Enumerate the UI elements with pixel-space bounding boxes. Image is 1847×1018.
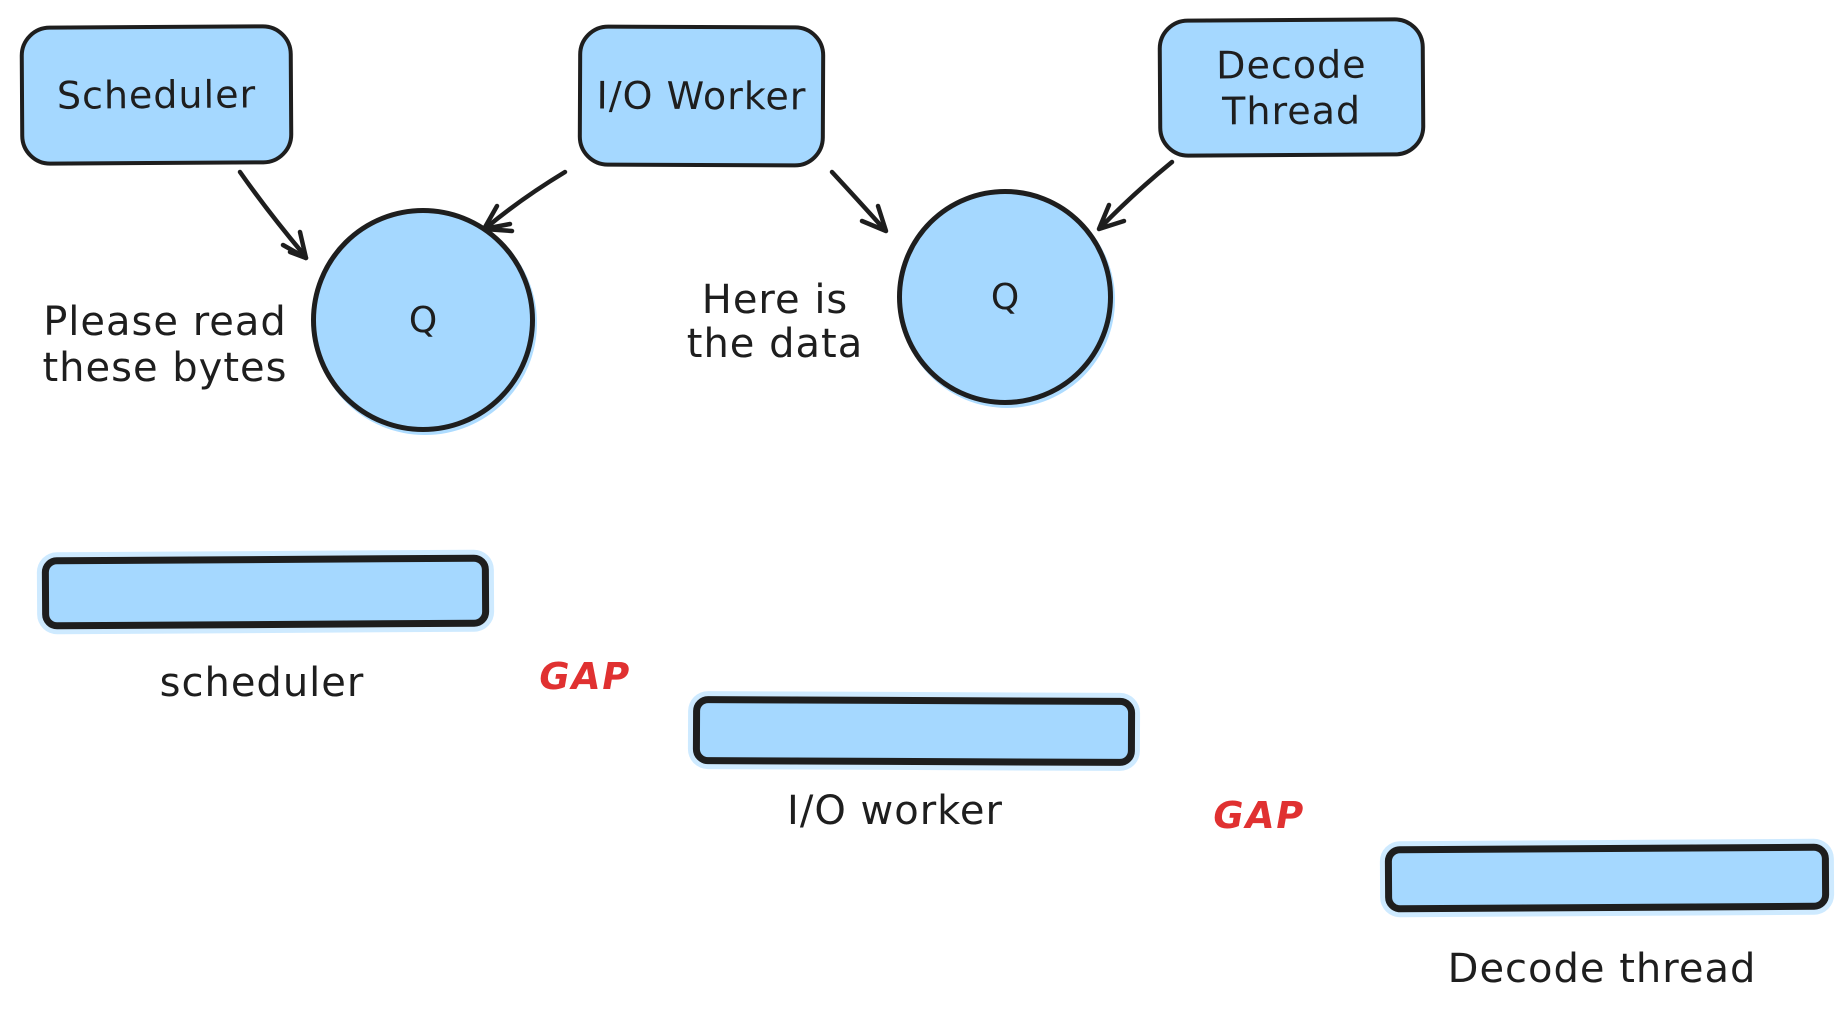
arrow-io-worker-to-queue2	[829, 169, 889, 234]
io-worker-node: I/O Worker	[577, 24, 826, 168]
timeline-label-decode-thread: Decode thread	[1447, 946, 1757, 992]
timeline-bar-decode-thread	[1384, 843, 1830, 913]
gap-label-1: GAP	[535, 655, 635, 698]
arrow-decode-thread-to-queue2	[1096, 159, 1175, 232]
timeline-label-scheduler: scheduler	[159, 660, 365, 706]
queue-1: Q	[311, 208, 535, 432]
arrow-io-worker-to-queue1	[481, 169, 568, 234]
timeline-bar-io-worker	[692, 696, 1136, 766]
queue-1-label: Q	[408, 299, 438, 341]
decode-thread-node-label: Decode Thread	[1216, 42, 1367, 133]
timeline-label-io-worker: I/O worker	[787, 788, 1003, 834]
queue-2: Q	[897, 189, 1113, 405]
scheduler-node: Scheduler	[19, 24, 294, 166]
note-please-read-these-bytes: Please read these bytes	[42, 299, 288, 391]
decode-thread-node: Decode Thread	[1157, 17, 1426, 158]
scheduler-node-label: Scheduler	[56, 72, 257, 118]
timeline-bar-scheduler	[41, 554, 490, 630]
queue-2-label: Q	[990, 276, 1020, 318]
arrow-scheduler-to-queue1	[237, 169, 309, 261]
note-here-is-the-data: Here is the data	[686, 277, 864, 367]
io-worker-node-label: I/O Worker	[596, 73, 807, 119]
gap-label-2: GAP	[1209, 794, 1309, 837]
